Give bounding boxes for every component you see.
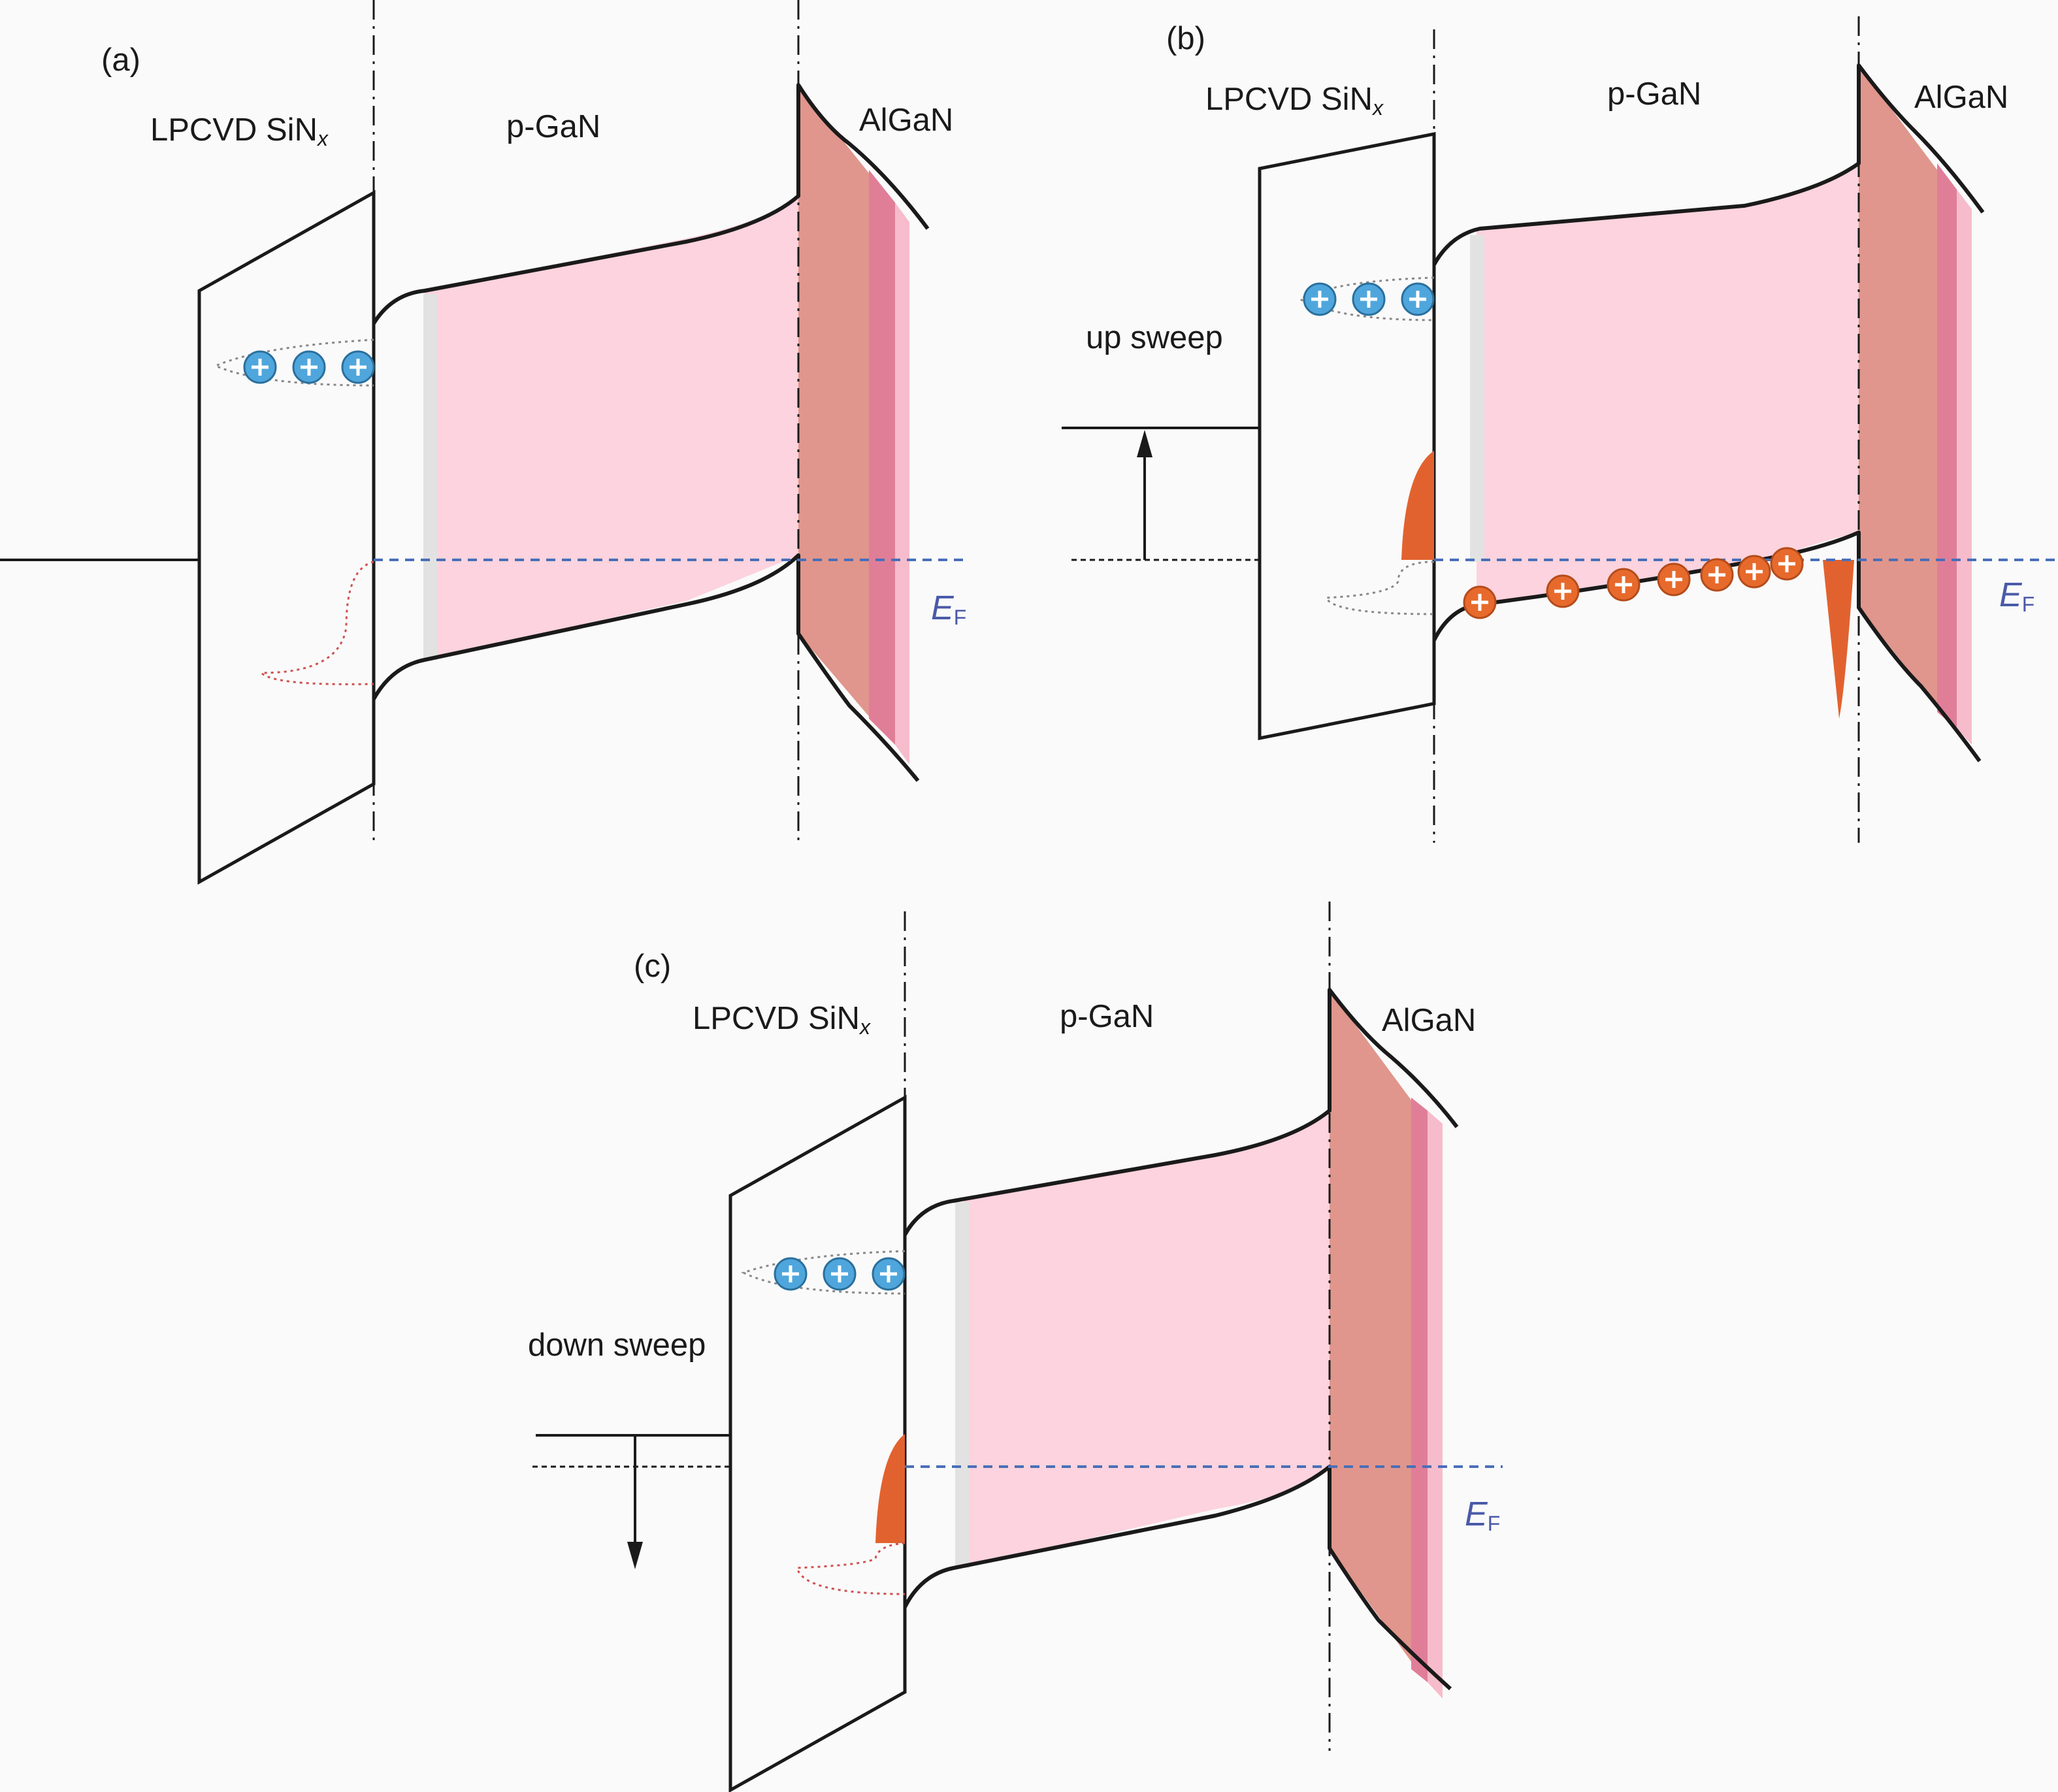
algan-region (1859, 65, 1947, 719)
trapped-hole-icon (1353, 284, 1384, 315)
pgan-label: p-GaN (506, 109, 600, 144)
fermi-level-label: EF (1999, 576, 2034, 616)
free-hole-icon (1701, 559, 1733, 591)
fermi-level-label: EF (1465, 1495, 1500, 1535)
valence-band (372, 553, 920, 782)
sweep-label: down sweep (528, 1328, 706, 1363)
panel-tag: (c) (634, 949, 671, 984)
depletion-edge (423, 294, 438, 660)
free-hole-icon (1547, 576, 1578, 607)
trapped-hole-icon (873, 1258, 904, 1290)
algan-label: AlGaN (1382, 1003, 1476, 1038)
conduction-band (1432, 63, 1985, 266)
oxide-band (197, 189, 376, 885)
pgan-region (425, 196, 798, 660)
free-hole-icon (1771, 548, 1803, 579)
trapped-hole-icon (342, 351, 374, 383)
free-hole-icon (1739, 556, 1770, 587)
fermi-level-label: EF (931, 589, 966, 629)
depletion-edge (955, 1202, 970, 1568)
oxide-label: LPCVD SiNx (693, 1001, 871, 1039)
algan-label: AlGaN (1914, 80, 2008, 115)
pgan-label: p-GaN (1607, 76, 1701, 112)
panel-a: (a) LPCVD SiNx p-GaN AlGaN EF (0, 0, 967, 885)
hole-accumulation (875, 1434, 905, 1543)
trapped-hole-icon (1304, 284, 1335, 315)
pgan-region (964, 1111, 1330, 1568)
free-hole-icon (1658, 564, 1690, 595)
acceptor-trap-distribution (259, 561, 374, 685)
pgan-region (1477, 163, 1859, 604)
hole-accumulation (1401, 451, 1434, 560)
trapped-hole-icon (293, 351, 325, 383)
panel-c: (c) LPCVD SiNx p-GaN AlGaN down sweep EF (528, 902, 1503, 1792)
free-hole-icon (1464, 587, 1495, 618)
algan-region (798, 85, 882, 732)
pgan-label: p-GaN (1060, 999, 1154, 1034)
oxide-band (728, 1094, 907, 1792)
conduction-band (903, 988, 1459, 1236)
panel-tag: (b) (1166, 21, 1205, 56)
trapped-hole-icon (775, 1258, 806, 1290)
conduction-band (372, 83, 930, 325)
panel-b: (b) LPCVD SiNx p-GaN AlGaN up sweep EF (1062, 16, 2058, 843)
hole-accumulation (1823, 560, 1854, 719)
trapped-hole-icon (244, 351, 276, 383)
oxide-band (1258, 131, 1436, 741)
algan-region (1330, 990, 1419, 1672)
oxide-label: LPCVD SiNx (1205, 82, 1384, 120)
algan-label: AlGaN (859, 103, 953, 138)
acceptor-trap-distribution (796, 1542, 906, 1595)
trapped-hole-icon (1402, 284, 1433, 315)
panel-tag: (a) (101, 42, 140, 78)
free-hole-icon (1608, 569, 1639, 600)
oxide-label: LPCVD SiNx (150, 112, 329, 150)
trapped-hole-icon (824, 1258, 855, 1290)
depletion-edge (1470, 235, 1484, 562)
sweep-label: up sweep (1086, 320, 1223, 355)
